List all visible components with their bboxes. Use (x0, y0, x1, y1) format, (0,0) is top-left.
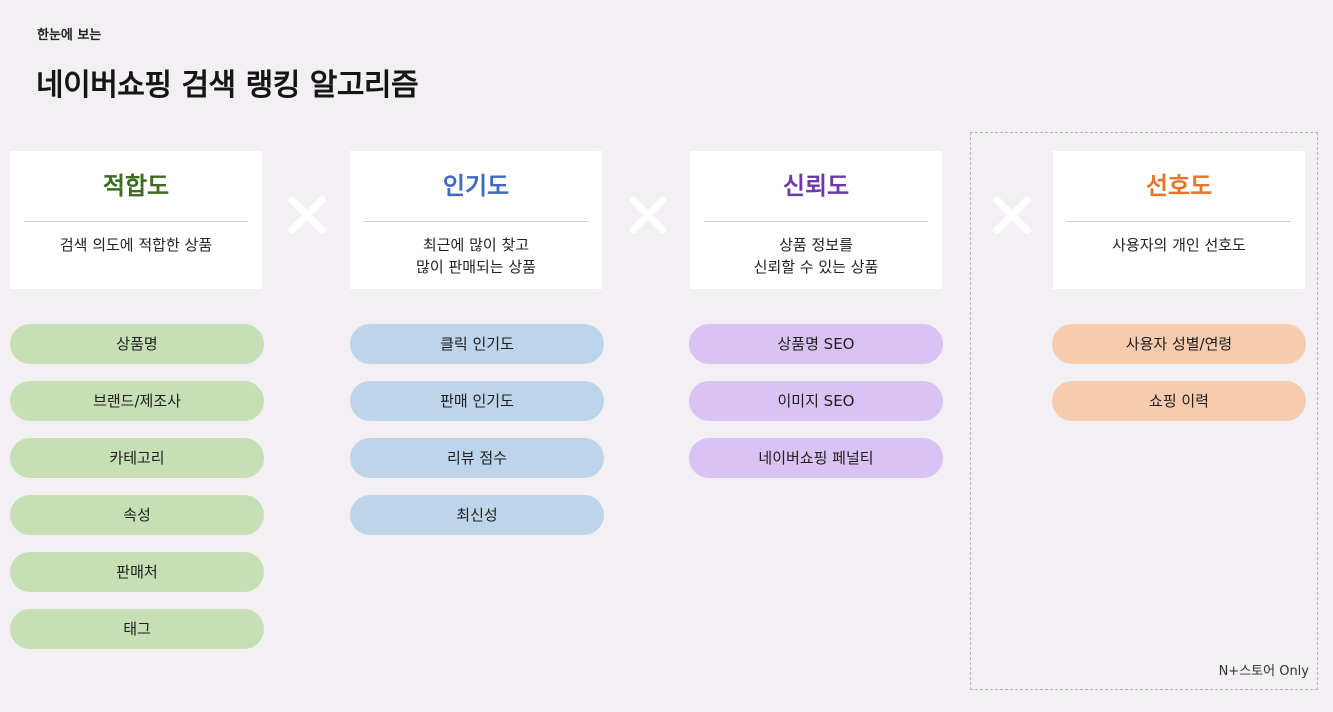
card-heading: 인기도 (442, 172, 510, 200)
factor-pill: 브랜드/제조사 (10, 381, 264, 421)
multiply-icon (990, 193, 1034, 237)
card-heading: 선호도 (1145, 172, 1213, 200)
card-reliability: 신뢰도 상품 정보를 신뢰할 수 있는 상품 (690, 151, 942, 289)
factor-pill: 판매처 (10, 552, 264, 592)
factor-pill: 리뷰 점수 (350, 438, 604, 478)
factor-pill: 최신성 (350, 495, 604, 535)
factor-pill: 상품명 SEO (689, 324, 943, 364)
card-description: 상품 정보를 신뢰할 수 있는 상품 (753, 236, 879, 276)
factor-pill: 사용자 성별/연령 (1052, 324, 1306, 364)
multiply-icon (626, 193, 670, 237)
card-divider (704, 221, 928, 222)
card-description: 사용자의 개인 선호도 (1112, 236, 1246, 254)
card-popularity: 인기도 최근에 많이 찾고 많이 판매되는 상품 (350, 151, 602, 289)
factor-pill: 쇼핑 이력 (1052, 381, 1306, 421)
card-relevance: 적합도 검색 의도에 적합한 상품 (10, 151, 262, 289)
factor-pill: 카테고리 (10, 438, 264, 478)
factor-pill: 클릭 인기도 (350, 324, 604, 364)
factor-pill: 판매 인기도 (350, 381, 604, 421)
n-store-only-region: N+스토어 Only (970, 132, 1318, 690)
n-store-only-note: N+스토어 Only (1218, 664, 1309, 679)
factor-pill: 이미지 SEO (689, 381, 943, 421)
header-subtitle: 한눈에 보는 (37, 28, 102, 43)
page-title: 네이버쇼핑 검색 랭킹 알고리즘 (36, 68, 419, 103)
factor-pill: 상품명 (10, 324, 264, 364)
factor-pill: 속성 (10, 495, 264, 535)
card-heading: 적합도 (102, 172, 170, 200)
card-divider (1067, 221, 1291, 222)
factor-pill: 태그 (10, 609, 264, 649)
card-heading: 신뢰도 (782, 172, 850, 200)
card-preference: 선호도 사용자의 개인 선호도 (1053, 151, 1305, 289)
card-description: 검색 의도에 적합한 상품 (59, 236, 213, 254)
card-divider (24, 221, 248, 222)
card-description: 최근에 많이 찾고 많이 판매되는 상품 (416, 236, 536, 276)
multiply-icon (285, 193, 329, 237)
factor-pill: 네이버쇼핑 페널티 (689, 438, 943, 478)
card-divider (364, 221, 588, 222)
